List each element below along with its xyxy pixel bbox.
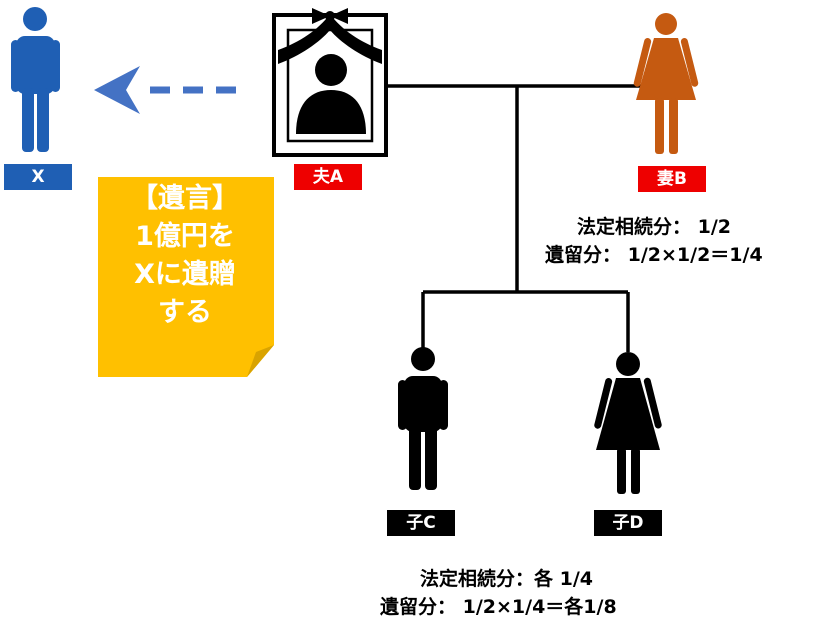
label-x: X bbox=[4, 164, 72, 190]
person-c-icon bbox=[398, 347, 448, 490]
will-note-shape bbox=[98, 177, 274, 377]
will-note-line: 1億円を bbox=[135, 221, 235, 252]
person-d-icon bbox=[594, 352, 662, 494]
will-note-line: 【遺言】 bbox=[131, 183, 239, 214]
label-wife-b: 妻B bbox=[638, 166, 706, 192]
label-child-d: 子D bbox=[594, 510, 662, 536]
will-note-line: Xに遺贈 bbox=[134, 259, 236, 290]
reserved-share-b: 遺留分： 1/2×1/2＝1/4 bbox=[545, 244, 763, 266]
label-child-c: 子C bbox=[387, 510, 455, 536]
will-note-line: する bbox=[158, 297, 212, 328]
will-note: 【遺言】 1億円を Xに遺贈 する bbox=[96, 180, 274, 332]
bequest-arrow bbox=[94, 66, 248, 114]
legal-share-cd: 法定相続分：各 1/4 bbox=[420, 568, 593, 590]
share-children: 法定相続分：各 1/4 遺留分： 1/2×1/4＝各1/8 bbox=[380, 565, 700, 621]
legal-share-b: 法定相続分： 1/2 bbox=[577, 216, 731, 238]
portrait-a-icon bbox=[272, 8, 388, 157]
person-x-icon bbox=[11, 7, 60, 152]
person-b-icon bbox=[633, 13, 699, 154]
family-lines bbox=[386, 84, 652, 352]
share-wife-b: 法定相続分： 1/2 遺留分： 1/2×1/2＝1/4 bbox=[545, 213, 835, 269]
label-husband-a: 夫A bbox=[294, 164, 362, 190]
reserved-share-cd: 遺留分： 1/2×1/4＝各1/8 bbox=[380, 596, 617, 618]
